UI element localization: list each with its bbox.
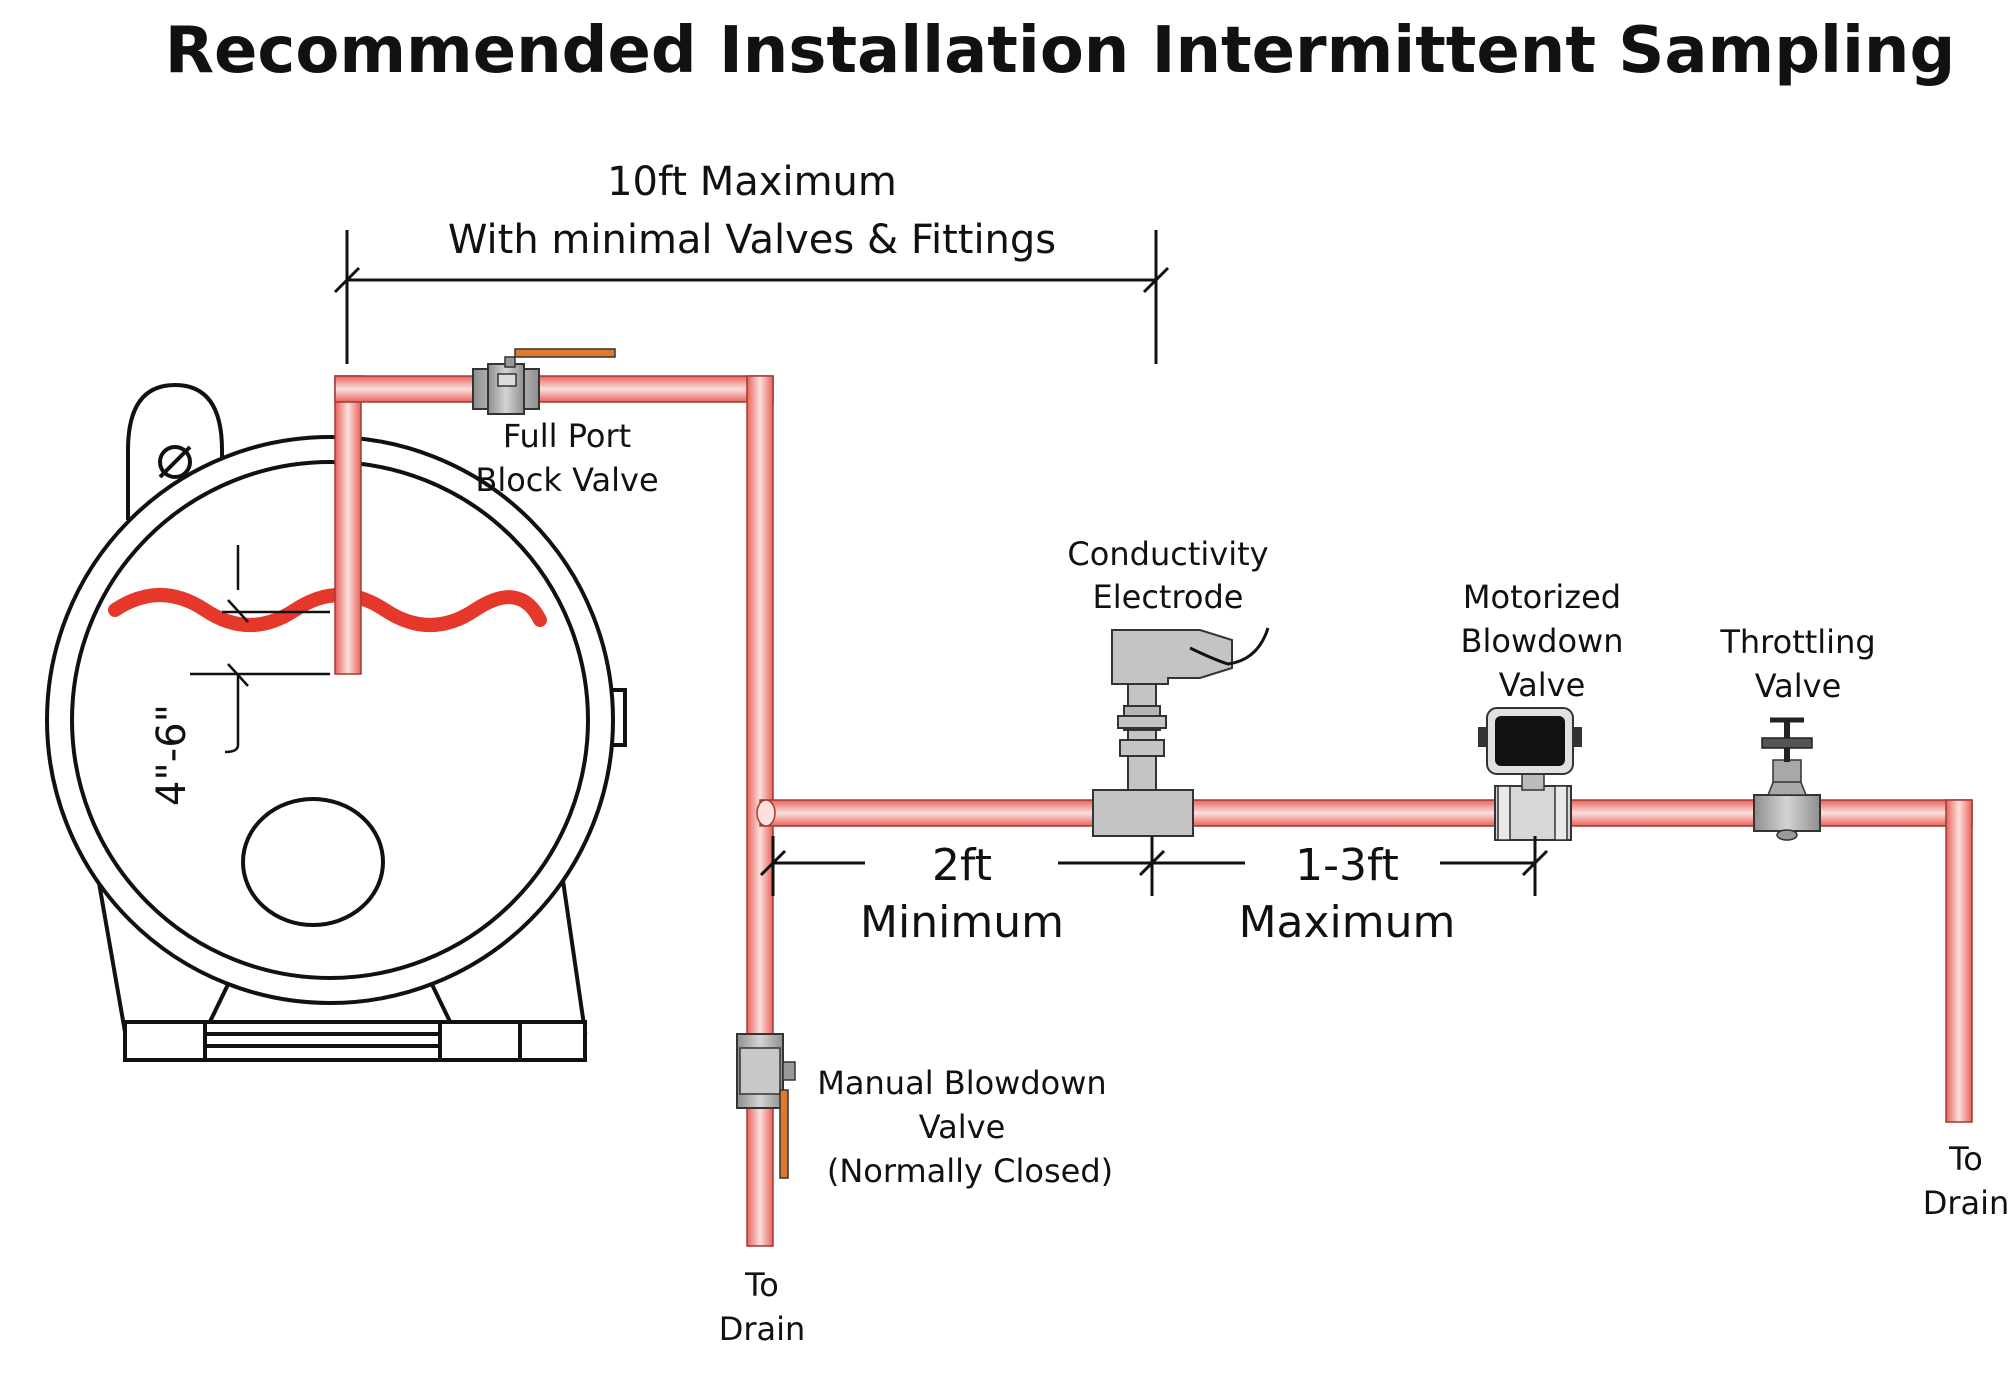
- svg-text:Electrode: Electrode: [1093, 578, 1244, 616]
- full-port-block-valve-label: Full Port Block Valve: [475, 417, 658, 499]
- svg-text:Manual Blowdown: Manual Blowdown: [817, 1064, 1106, 1102]
- svg-text:Valve: Valve: [1755, 667, 1842, 705]
- min-distance-word: Minimum: [860, 897, 1064, 948]
- depth-label: 4"-6": [149, 704, 195, 806]
- max-length-dimension: [333, 230, 1170, 364]
- svg-text:(Normally Closed): (Normally Closed): [827, 1152, 1113, 1190]
- max-length-label-line1: 10ft Maximum: [607, 159, 897, 205]
- range-word: Maximum: [1239, 897, 1456, 948]
- motorized-blowdown-valve: [1478, 707, 1582, 841]
- range-value: 1-3ft: [1295, 840, 1399, 891]
- throttling-valve-label: Throttling Valve: [1719, 623, 1875, 705]
- motorized-blowdown-valve-label: Motorized Blowdown Valve: [1461, 578, 1624, 704]
- svg-text:To: To: [744, 1266, 779, 1304]
- svg-text:Drain: Drain: [719, 1310, 806, 1348]
- boiler: [45, 382, 627, 1062]
- svg-text:Conductivity: Conductivity: [1067, 535, 1268, 573]
- page-title: Recommended Installation Intermittent Sa…: [165, 14, 1956, 88]
- drain-right-label: To Drain: [1923, 1140, 2010, 1222]
- conductivity-electrode: [1092, 627, 1270, 837]
- drain-left-label: To Drain: [719, 1266, 806, 1348]
- manual-blowdown-valve-label: Manual Blowdown Valve (Normally Closed): [817, 1064, 1113, 1190]
- max-length-label-line2: With minimal Valves & Fittings: [448, 217, 1056, 263]
- manual-blowdown-valve: [736, 1033, 796, 1179]
- svg-text:To: To: [1948, 1140, 1983, 1178]
- electrode-position-dimensions: [759, 836, 1549, 896]
- svg-text:Full Port: Full Port: [503, 417, 631, 455]
- full-port-block-valve: [472, 348, 616, 415]
- svg-text:Blowdown: Blowdown: [1461, 622, 1624, 660]
- svg-text:Motorized: Motorized: [1463, 578, 1621, 616]
- throttling-valve: [1753, 717, 1821, 841]
- conductivity-electrode-label: Conductivity Electrode: [1067, 535, 1268, 616]
- svg-text:Drain: Drain: [1923, 1184, 2010, 1222]
- svg-text:Valve: Valve: [1499, 666, 1586, 704]
- svg-text:Block Valve: Block Valve: [475, 461, 658, 499]
- min-distance-value: 2ft: [932, 840, 992, 891]
- svg-text:Valve: Valve: [919, 1108, 1006, 1146]
- depth-dimension: [190, 545, 330, 754]
- svg-text:Throttling: Throttling: [1719, 623, 1875, 661]
